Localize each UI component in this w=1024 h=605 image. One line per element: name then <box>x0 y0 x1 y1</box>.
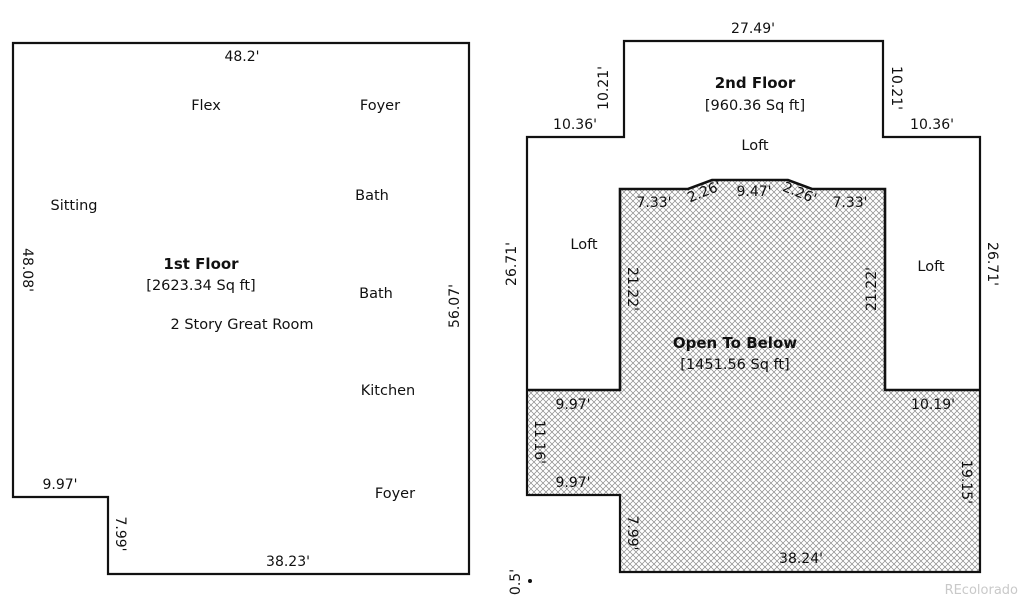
floor2-dim-right-wing-width: 10.36' <box>910 117 954 133</box>
opening-dim-center: 9.47' <box>736 184 771 200</box>
floor2-dim-lower-left-top: 9.97' <box>555 397 590 413</box>
floor2-dim-lower-right-side: 19.15' <box>958 460 974 504</box>
small-marker-dot <box>528 579 532 583</box>
opening-dim-right-side: 21.22' <box>864 267 880 311</box>
room-loft-top: Loft <box>741 138 769 154</box>
room-bath-2: Bath <box>359 286 393 302</box>
floor1-dim-right: 56.07' <box>447 284 463 328</box>
opening-dim-left-side: 21.22' <box>624 267 640 311</box>
room-foyer-bottom: Foyer <box>375 486 415 502</box>
floor2-dim-bottom: 38.24' <box>779 551 823 567</box>
floor2-dim-left-wing-height: 10.21' <box>596 66 612 110</box>
room-bath-1: Bath <box>355 188 389 204</box>
floor2-dim-right-side: 26.71' <box>984 242 1000 286</box>
floor2-dim-lower-left-side: 11.16' <box>531 420 547 464</box>
floor2-dim-left-side: 26.71' <box>504 242 520 286</box>
floor2-dim-notch-height: 7.99' <box>624 515 640 550</box>
floor2-dim-right-wing-height: 10.21' <box>888 66 904 110</box>
floor2-dim-left-wing-width: 10.36' <box>553 117 597 133</box>
floor1-dim-notch-height: 7.99' <box>112 516 128 551</box>
floor2-area: [960.36 Sq ft] <box>705 98 805 114</box>
floor2-dim-small: 0.5' <box>508 569 524 595</box>
room-kitchen: Kitchen <box>361 383 416 399</box>
floor1-area: [2623.34 Sq ft] <box>146 278 255 294</box>
floor1-title: 1st Floor <box>163 255 239 273</box>
open-to-below-area <box>527 180 980 572</box>
open-to-below-edge <box>527 178 980 392</box>
floor1-dim-top: 48.2' <box>224 49 259 65</box>
floor2-title: 2nd Floor <box>715 74 796 92</box>
open-to-below-title: Open To Below <box>673 334 797 352</box>
floor2-dim-lower-right-top: 10.19' <box>911 397 955 413</box>
room-flex: Flex <box>191 98 221 114</box>
floor1-dim-bottom: 38.23' <box>266 554 310 570</box>
floor1-dim-left: 48.08' <box>19 248 35 292</box>
watermark: REcolorado <box>945 583 1018 598</box>
room-great-room: 2 Story Great Room <box>170 317 313 333</box>
floor2-dim-lower-left-bottom: 9.97' <box>555 475 590 491</box>
room-loft-right: Loft <box>917 259 945 275</box>
room-loft-left: Loft <box>570 237 598 253</box>
opening-dim-right: 7.33' <box>832 195 867 211</box>
floor1-dim-notch-width: 9.97' <box>42 477 77 493</box>
room-foyer-top: Foyer <box>360 98 400 114</box>
floor2-outline <box>525 39 982 574</box>
opening-dim-left: 7.33' <box>636 195 671 211</box>
open-to-below-area: [1451.56 Sq ft] <box>680 357 789 373</box>
floor1-outline <box>11 41 471 576</box>
floor2-dim-top: 27.49' <box>731 21 775 37</box>
room-sitting: Sitting <box>50 198 97 214</box>
